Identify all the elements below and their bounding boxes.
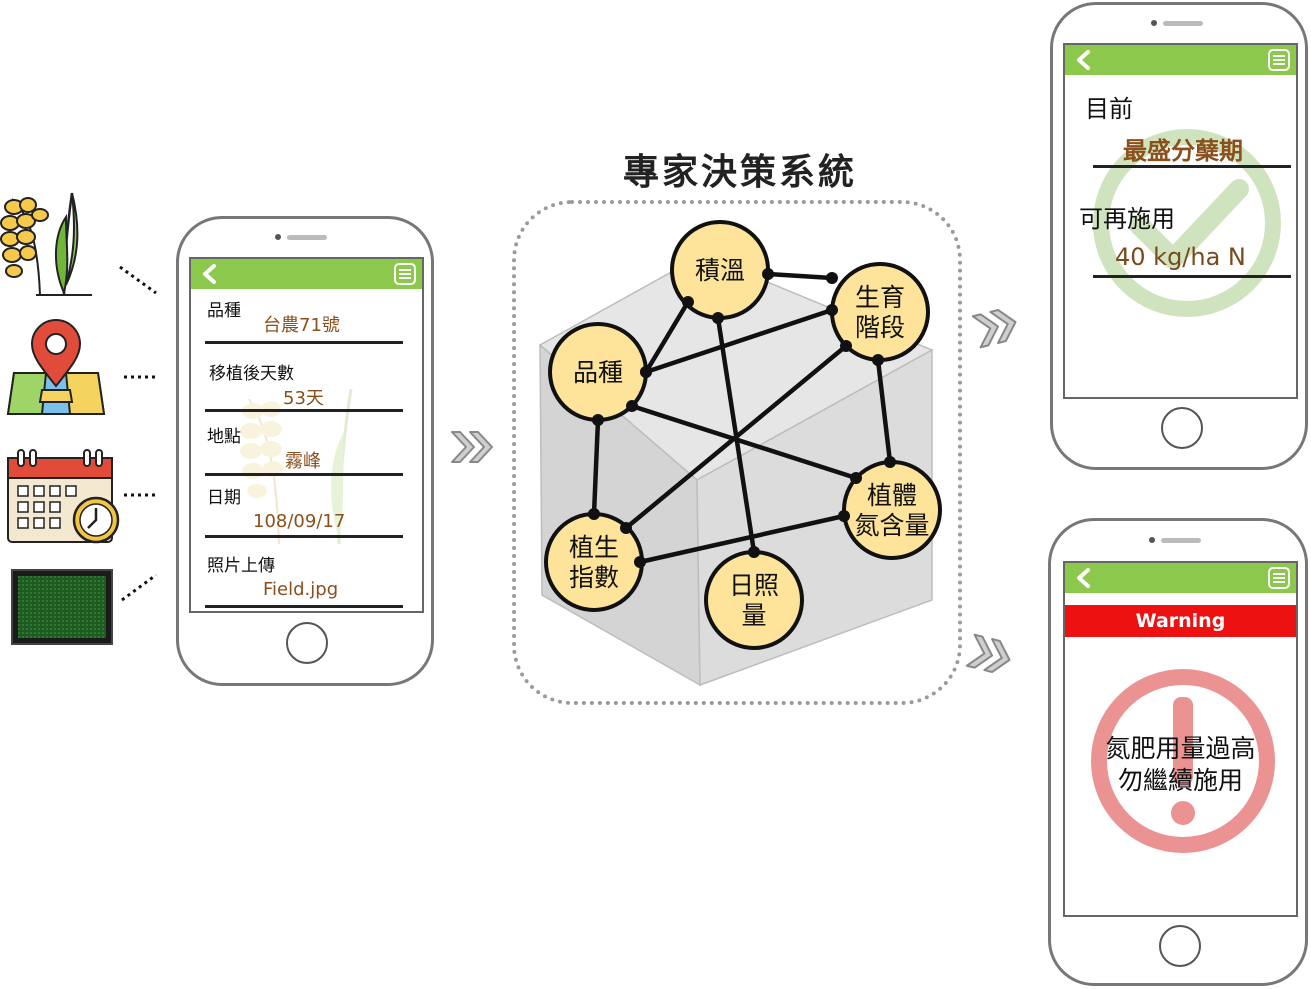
node-label: 生育 (855, 283, 905, 312)
field-value-photo[interactable]: Field.jpg (263, 579, 339, 600)
apply-label: 可再施用 (1079, 205, 1175, 233)
field-underline (205, 605, 403, 608)
node-pinzhong: 品種 (548, 322, 648, 422)
edge-shengyu-zhiti (875, 357, 893, 465)
back-arrow-icon[interactable] (1073, 567, 1095, 589)
apply-amount-value: 40 kg/ha N (1115, 243, 1246, 271)
field-value-date[interactable]: 108/09/17 (253, 511, 346, 532)
result-screen-warning: Warning 氮肥用量過高 勿繼續施用 (1063, 561, 1298, 917)
menu-icon[interactable] (394, 263, 416, 285)
rice-plant-icon (0, 192, 92, 297)
field-label-variety: 品種 (207, 301, 241, 321)
node-label: 日照 (729, 571, 779, 600)
field-photo-icon (11, 569, 113, 645)
field-label-date: 日期 (207, 488, 241, 508)
edge-pinzhong-shengyu (643, 307, 835, 375)
warning-banner: Warning (1065, 605, 1296, 637)
edge-jiwen-pinzhong (643, 299, 691, 375)
edge-endpoint (640, 366, 652, 378)
expert-system-network: 積溫生育階段品種植體氮含量植生指數日照量 (538, 220, 942, 687)
field-underline (205, 341, 403, 344)
edge-endpoint (850, 472, 862, 484)
field-label-photo: 照片上傳 (207, 556, 275, 576)
current-label: 目前 (1085, 95, 1133, 123)
result-underline (1093, 165, 1291, 168)
edge-shengyu-zhisheng (623, 343, 849, 531)
edge-endpoint (592, 414, 604, 426)
node-label: 量 (741, 601, 766, 630)
input-phone: 品種 台農71號 移植後天數 53天 地點 霧峰 日期 108/09/17 照片… (176, 216, 434, 686)
edge-zhisheng-zhiti (637, 513, 847, 565)
edge-endpoint (588, 508, 600, 520)
input-phone-screen: 品種 台農71號 移植後天數 53天 地點 霧峰 日期 108/09/17 照片… (189, 257, 424, 613)
double-chevron-icon (971, 308, 1017, 349)
app-bar (191, 259, 422, 289)
edge-endpoint (826, 272, 838, 284)
home-button[interactable] (1161, 407, 1203, 449)
node-label: 積溫 (695, 256, 745, 285)
edge-pinzhong-zhiti (629, 403, 859, 481)
field-value-location[interactable]: 霧峰 (285, 451, 321, 472)
node-label: 氮含量 (854, 511, 929, 540)
edge-endpoint (872, 354, 884, 366)
warning-message-line1: 氮肥用量過高 (1105, 734, 1256, 763)
edge-endpoint (626, 400, 638, 412)
input-connector-lines (119, 265, 157, 602)
edge-endpoint (620, 522, 632, 534)
exclamation-stamp-icon (1091, 669, 1275, 853)
node-label: 指數 (569, 563, 619, 592)
edge-endpoint (838, 510, 850, 522)
menu-icon[interactable] (1268, 567, 1290, 589)
node-label: 品種 (573, 358, 623, 387)
edge-endpoint (826, 304, 838, 316)
node-label: 植體 (867, 481, 917, 510)
field-value-variety[interactable]: 台農71號 (263, 315, 340, 336)
edge-pinzhong-zhisheng (591, 417, 601, 517)
node-rizhao: 日照量 (704, 550, 804, 650)
result-underline (1093, 275, 1291, 278)
result-phone-ok: 目前 最盛分蘖期 可再施用 40 kg/ha N (1050, 2, 1308, 470)
node-label: 植生 (569, 533, 619, 562)
checkmark-stamp-icon (1093, 129, 1281, 317)
node-jiwen: 積溫 (670, 220, 770, 320)
growth-stage-value: 最盛分蘖期 (1123, 137, 1243, 165)
map-pin-icon (6, 319, 106, 415)
back-arrow-icon[interactable] (199, 263, 221, 285)
edge-jiwen-shengyu (765, 271, 835, 281)
field-underline (205, 409, 403, 412)
field-underline (205, 473, 403, 476)
edge-endpoint (682, 296, 694, 308)
expert-system-frame (512, 200, 962, 705)
menu-icon[interactable] (1268, 49, 1290, 71)
node-label: 階段 (855, 313, 905, 342)
edge-endpoint (840, 340, 852, 352)
edge-endpoint (748, 546, 760, 558)
edge-endpoint (712, 312, 724, 324)
warning-message-line2: 勿繼續施用 (1117, 766, 1243, 795)
home-button[interactable] (1159, 925, 1201, 967)
app-bar (1065, 563, 1296, 593)
edge-endpoint (762, 268, 774, 280)
double-chevron-icon (451, 431, 493, 463)
edge-endpoint (634, 556, 646, 568)
field-label-days: 移植後天數 (209, 364, 294, 384)
diagram-title: 專家決策系統 (622, 152, 857, 193)
field-underline (205, 535, 403, 538)
app-bar (1065, 45, 1296, 75)
calendar-clock-icon (7, 449, 120, 544)
result-screen-ok: 目前 最盛分蘖期 可再施用 40 kg/ha N (1063, 43, 1298, 399)
field-label-location: 地點 (207, 427, 241, 447)
back-arrow-icon[interactable] (1073, 49, 1095, 71)
field-value-days[interactable]: 53天 (283, 388, 324, 409)
result-phone-warning: Warning 氮肥用量過高 勿繼續施用 (1048, 518, 1308, 986)
double-chevron-icon (965, 633, 1011, 674)
edge-endpoint (884, 456, 896, 468)
home-button[interactable] (286, 622, 328, 664)
